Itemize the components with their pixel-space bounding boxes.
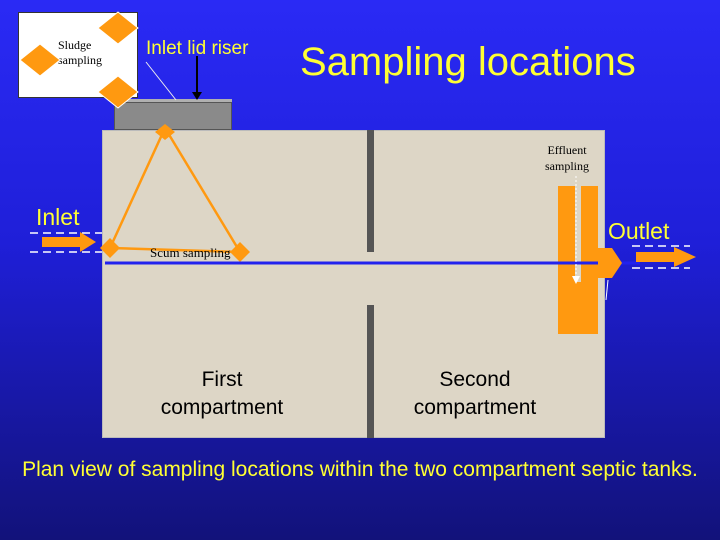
septic-tank-plan bbox=[102, 130, 605, 438]
inlet-lid-riser-label: Inlet lid riser bbox=[146, 38, 249, 59]
inlet-lid-riser-top bbox=[114, 99, 232, 104]
slide-title: Sampling locations bbox=[300, 40, 636, 84]
sludge-sampling-line bbox=[108, 127, 167, 249]
legend-sludge-sampling-label: Sludge sampling bbox=[58, 38, 102, 67]
orange-diamond-icon bbox=[97, 11, 139, 45]
baffle-wall-upper bbox=[367, 130, 374, 252]
orange-diamond-icon bbox=[155, 124, 175, 140]
inlet-label: Inlet bbox=[36, 204, 80, 230]
orange-diamond-icon bbox=[230, 242, 250, 262]
effluent-sampling-port bbox=[575, 186, 581, 282]
arrow-right-icon bbox=[42, 232, 96, 252]
outlet-pipe bbox=[598, 248, 622, 278]
orange-diamond-icon bbox=[100, 238, 120, 258]
riser-pointer-line bbox=[145, 61, 177, 101]
inlet-lid-riser bbox=[114, 102, 232, 130]
arrow-down-icon bbox=[572, 276, 580, 284]
outlet-label: Outlet bbox=[608, 218, 670, 244]
arrow-right-icon bbox=[636, 247, 696, 267]
baffle-wall-lower bbox=[367, 305, 374, 438]
first-compartment-label: First compartment bbox=[160, 368, 284, 419]
scum-sampling-label: Scum sampling bbox=[150, 245, 231, 260]
orange-diamond-icon bbox=[97, 75, 139, 109]
sludge-sampling-line bbox=[163, 127, 242, 253]
effluent-sampling-label: Effluent sampling bbox=[545, 143, 589, 173]
outlet-pipe-edge bbox=[605, 279, 609, 301]
scum-sampling-line bbox=[109, 246, 241, 254]
arrow-down-icon bbox=[192, 92, 202, 100]
orange-diamond-icon bbox=[19, 43, 61, 77]
slide-caption: Plan view of sampling locations within t… bbox=[22, 458, 698, 481]
second-compartment-label: Second compartment bbox=[413, 368, 537, 419]
